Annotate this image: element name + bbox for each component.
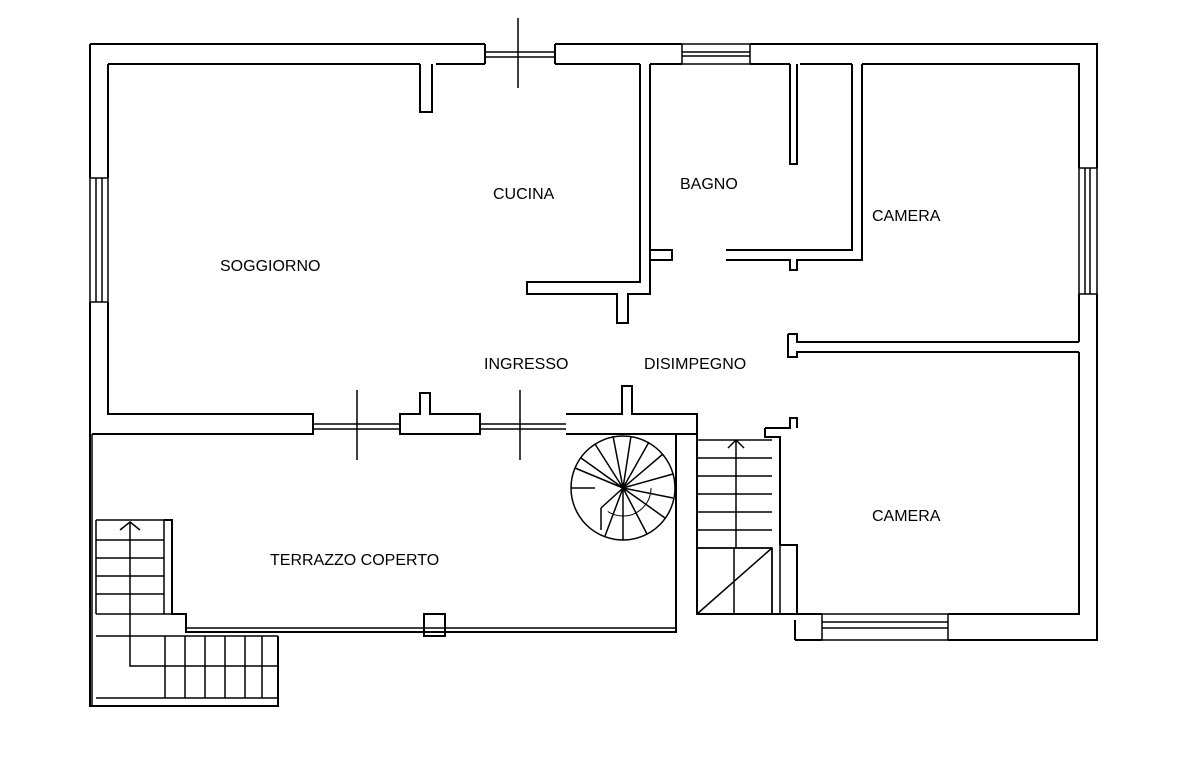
label-camera-1: CAMERA <box>872 208 941 225</box>
window-terrace-right <box>480 390 566 460</box>
window-top-kitchen <box>485 18 555 88</box>
window-bottom-bedroom <box>821 613 949 641</box>
room-labels: SOGGIORNO CUCINA BAGNO CAMERA INGRESSO D… <box>220 176 941 569</box>
label-bagno: BAGNO <box>680 176 738 193</box>
window-left-living <box>89 177 109 303</box>
window-right-bedroom <box>1078 167 1098 295</box>
internal-walls <box>91 64 1079 706</box>
outer-walls <box>89 43 1098 707</box>
windows <box>89 18 1098 641</box>
label-terrazzo: TERRAZZO COPERTO <box>270 552 439 569</box>
staircase-left <box>95 519 278 699</box>
window-bathroom <box>681 43 751 65</box>
label-camera-2: CAMERA <box>872 508 941 525</box>
label-soggiorno: SOGGIORNO <box>220 258 320 275</box>
straight-staircase-center <box>696 438 781 615</box>
label-cucina: CUCINA <box>493 186 555 203</box>
spiral-staircase <box>570 435 676 541</box>
window-terrace-left <box>313 390 400 460</box>
label-ingresso: INGRESSO <box>484 356 568 373</box>
label-disimpegno: DISIMPEGNO <box>644 356 746 373</box>
